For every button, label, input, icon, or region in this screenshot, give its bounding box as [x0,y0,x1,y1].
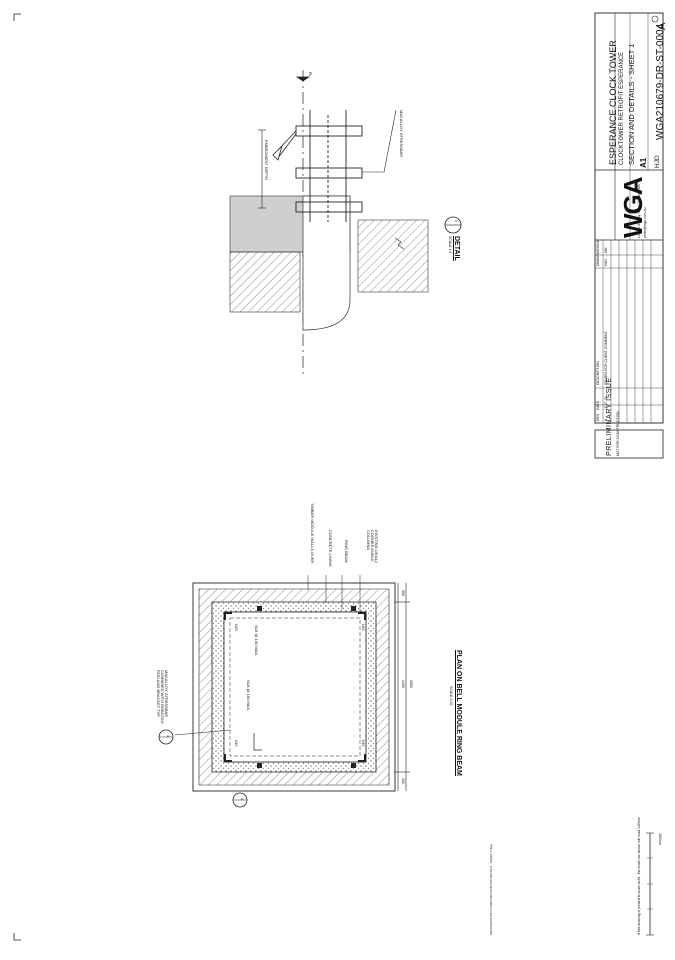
plan-title: PLAN ON BELL MODULE RING BEAM [455,650,462,776]
detail-scale: SCALE 1:5 [448,236,452,254]
detail-callout [444,216,462,234]
size-code: A1 [639,157,648,168]
rev-row-drawn: HJD [604,259,608,266]
drawn-by: HJD [654,155,661,168]
file-path: WGA210679-DR-ST-0004 SECTION AND DETAILS… [489,844,493,935]
plan-view [158,575,410,808]
plan-bar-mark-4: N16 [361,740,365,747]
company-contact: perth@wga.com.au [643,207,647,238]
rev-header-date: DATE [596,400,600,410]
plan-dim-3000: 3000 [409,680,413,688]
plan-callout-left-number: 1 [166,735,170,737]
scale-bar [646,832,654,936]
detail-rod-label: MACALLOY STRESSBAR [399,110,404,158]
plan-dim-300-a: 300 [401,590,405,596]
project-subtitle: CLOCKTOWER RETROFIT ESPERANCE [619,51,625,165]
detail-view [229,70,462,378]
plan-rebar-note-2: N16 @ 150 MAX. [246,680,251,712]
detail-dimension-label: EMBEDMENT DEPTH [264,140,269,181]
company-details: Level 1 66 Hay Street Subiaco WA [637,184,641,238]
plan-dim-300-b: 300 [401,778,405,784]
revision-letter: A [656,22,668,30]
plan-callout-left [158,729,174,745]
rev-header-description: DESCRIPTION [596,361,600,385]
rev-header-design: DESIGN [596,239,600,253]
plan-label-timber-walls: TIMBER MODULE WALLS OVER [310,503,315,564]
plan-callout-bottom-number: 1 [240,798,244,800]
plan-rebar-note-1: N16 @ 150 MAX. [254,625,259,657]
scale-bar-label: 100mm [658,833,662,845]
drawing-number: WGA210679-DR-ST-0004 [655,23,666,140]
plan-label-concrete-lining: CONCRETE LINING [328,530,333,567]
plan-dim-2400: 2400 [401,680,405,688]
plan-bar-mark-1: N16 [234,624,238,631]
plan-callout-bottom [232,792,248,808]
rev-header-rev: REV [596,413,600,421]
detail-callout-number: 1 [454,220,458,222]
not-for-construction-text: NOT FOR CONSTRUCTION [616,411,620,456]
plan-label-ring-beam: RING BEAM [344,540,349,563]
plan-scale: SCALE 1:20 [449,686,453,706]
crop-marks [13,13,21,941]
title-block [594,12,664,459]
rev-row-design: NM [604,247,608,253]
plan-bar-mark-3: N16 [234,740,238,747]
preliminary-stamp-box [594,429,664,459]
plan-bar-mark-2: N16 [361,624,365,631]
preliminary-issue-text: PRELIMINARY ISSUE [606,377,613,456]
plan-label-corner-angle: EXISTING 150x12 CORNER ANGLE COLUMNS [366,530,379,563]
scale-note: If this drawing is printed to scale at A… [637,817,641,935]
detail-title: DETAIL [453,236,460,261]
detail-level-label: RL [308,72,312,77]
plan-callout-stressbar: MACALLOY STRESSBAR COMBINED WITH ROBOTAG… [156,670,169,724]
rev-header-drawn: DRAWN [596,252,600,266]
project-title: ESPERANCE CLOCK TOWER [608,40,618,165]
sheet-title: SECTION AND DETAILS - SHEET 1 [627,43,636,165]
